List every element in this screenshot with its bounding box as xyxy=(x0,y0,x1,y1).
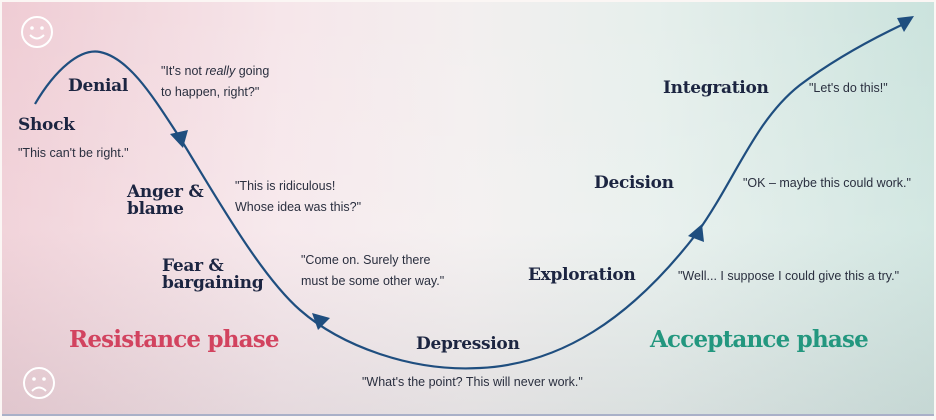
quote-text: "It's not xyxy=(161,64,206,78)
stage-exploration-quote: "Well... I suppose I could give this a t… xyxy=(678,269,900,283)
stage-shock-quote: "This can't be right." xyxy=(18,146,129,160)
sad-face-icon xyxy=(23,367,55,399)
stage-decision-quote: "OK – maybe this could work." xyxy=(743,176,911,190)
arrow-head xyxy=(688,224,704,242)
stage-decision-label: Decision xyxy=(594,173,674,193)
label-line: blame xyxy=(127,199,184,219)
stage-fear-quote: "Come on. Surely there must be some othe… xyxy=(301,250,444,292)
quote-text: Whose idea was this?" xyxy=(235,200,362,214)
quote-text: "Come on. Surely there xyxy=(301,253,431,267)
diagram-background xyxy=(2,2,934,414)
acceptance-phase-label: Acceptance phase xyxy=(650,326,869,353)
stage-shock-label: Shock xyxy=(18,115,75,135)
stage-denial-label: Denial xyxy=(68,76,129,96)
quote-text: must be some other way." xyxy=(301,274,445,288)
arrow-head xyxy=(897,16,914,32)
stage-exploration-label: Exploration xyxy=(528,265,636,285)
arrow-head xyxy=(312,313,330,330)
curve-line xyxy=(34,21,909,370)
stage-depression-label: Depression xyxy=(416,334,520,354)
stage-anger-label: Anger & blame xyxy=(127,182,204,219)
quote-text: to happen, right?" xyxy=(161,85,260,99)
stage-integration-quote: "Let's do this!" xyxy=(809,81,888,95)
stage-fear-label: Fear & bargaining xyxy=(162,256,264,293)
label-line: bargaining xyxy=(162,273,264,293)
arrow-head xyxy=(170,130,188,148)
stage-integration-label: Integration xyxy=(663,78,769,98)
quote-emphasis: really xyxy=(205,64,236,78)
divider xyxy=(2,414,934,416)
label-line: Fear & xyxy=(162,256,224,276)
resistance-phase-label: Resistance phase xyxy=(69,326,280,353)
stage-anger-quote: "This is ridiculous! Whose idea was this… xyxy=(235,176,361,218)
stage-depression-quote: "What's the point? This will never work.… xyxy=(362,375,583,389)
stage-denial-quote: "It's not really going to happen, right?… xyxy=(161,61,269,103)
smiley-face-icon xyxy=(21,16,53,48)
quote-text: "This is ridiculous! xyxy=(235,179,336,193)
label-line: Anger & xyxy=(127,182,204,202)
quote-text: going xyxy=(235,64,270,78)
